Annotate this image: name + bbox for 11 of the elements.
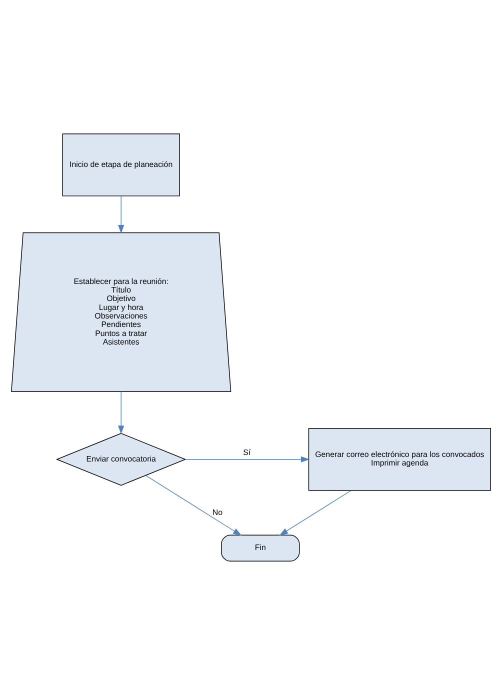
arrow bbox=[185, 456, 310, 462]
node-diamond: Enviar convocatoria bbox=[56, 433, 186, 486]
arrow bbox=[279, 490, 352, 536]
edge-label: No bbox=[212, 508, 223, 517]
arrow bbox=[118, 196, 124, 234]
node-box: Generar correo electrónico para los convocados Imprimir agenda bbox=[308, 428, 491, 491]
node-box: Inicio de etapa de planeación bbox=[62, 134, 180, 196]
edge-label: Sí bbox=[243, 448, 251, 457]
arrow bbox=[118, 391, 124, 434]
node-box: Fin bbox=[221, 534, 300, 562]
arrow bbox=[145, 475, 242, 536]
